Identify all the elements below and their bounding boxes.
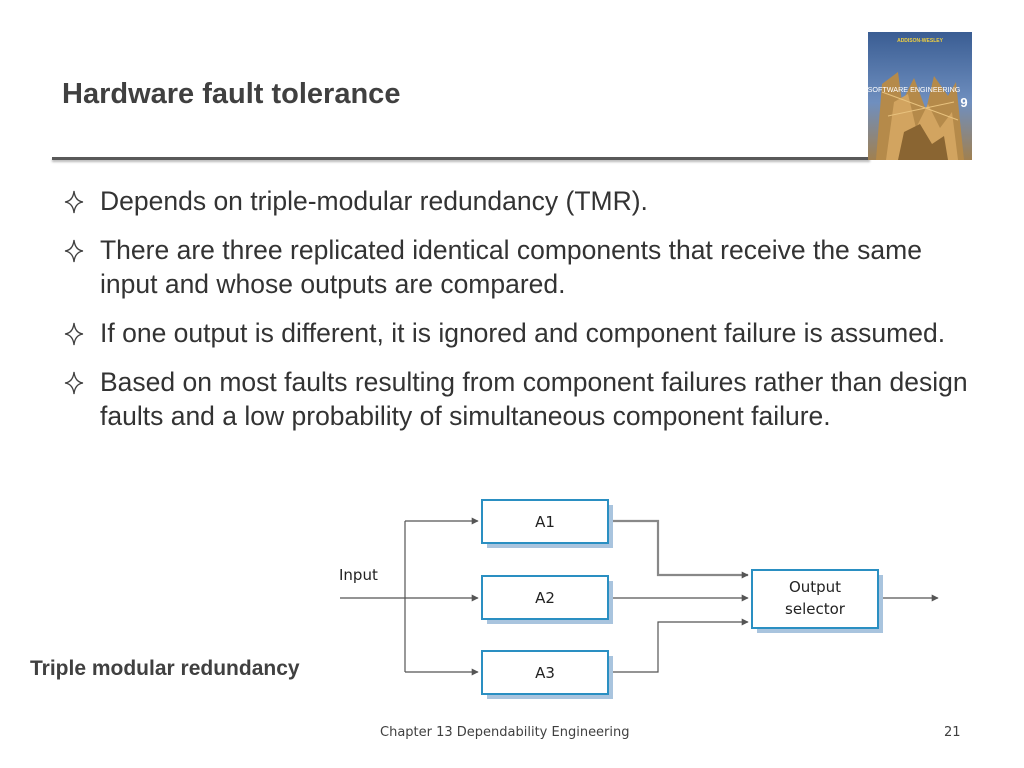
book-cover-edition: 9 [960, 95, 967, 110]
bullet-item: If one output is different, it is ignore… [60, 316, 970, 350]
component-box-a3: A3 [481, 650, 613, 699]
book-cover-image: ADDISON-WESLEY SOFTWARE ENGINEERING 9 [868, 32, 972, 160]
four-point-star-icon [64, 239, 84, 263]
bullet-text: Based on most faults resulting from comp… [100, 367, 968, 431]
diagram-caption: Triple modular redundancy [30, 657, 300, 680]
bullet-text: There are three replicated identical com… [100, 235, 922, 299]
book-cover-title: SOFTWARE ENGINEERING [868, 85, 961, 94]
footer-chapter-text: Chapter 13 Dependability Engineering [380, 725, 630, 740]
tmr-diagram: Input A1 A2 A3 Output selector [339, 499, 939, 699]
component-box-a2: A2 [481, 575, 613, 624]
book-cover-publisher: ADDISON-WESLEY [897, 38, 944, 44]
bullet-text: If one output is different, it is ignore… [100, 318, 946, 348]
component-label: A2 [535, 589, 555, 607]
four-point-star-icon [64, 322, 84, 346]
slide-title: Hardware fault tolerance [62, 78, 401, 110]
output-selector-box: Output selector [751, 569, 883, 633]
four-point-star-icon [64, 190, 84, 214]
bullet-item: There are three replicated identical com… [60, 233, 970, 301]
four-point-star-icon [64, 371, 84, 395]
bullet-item: Based on most faults resulting from comp… [60, 365, 970, 433]
output-selector-line2: selector [785, 600, 846, 618]
bullet-text: Depends on triple-modular redundancy (TM… [100, 186, 648, 216]
bullet-list: Depends on triple-modular redundancy (TM… [60, 184, 970, 448]
component-box-a1: A1 [481, 499, 613, 548]
title-divider [52, 157, 870, 160]
output-selector-line1: Output [789, 578, 841, 596]
input-label: Input [339, 566, 378, 584]
component-label: A3 [535, 664, 555, 682]
page-number: 21 [944, 725, 961, 740]
connector-lines [340, 517, 939, 676]
bullet-item: Depends on triple-modular redundancy (TM… [60, 184, 970, 218]
component-label: A1 [535, 513, 555, 531]
